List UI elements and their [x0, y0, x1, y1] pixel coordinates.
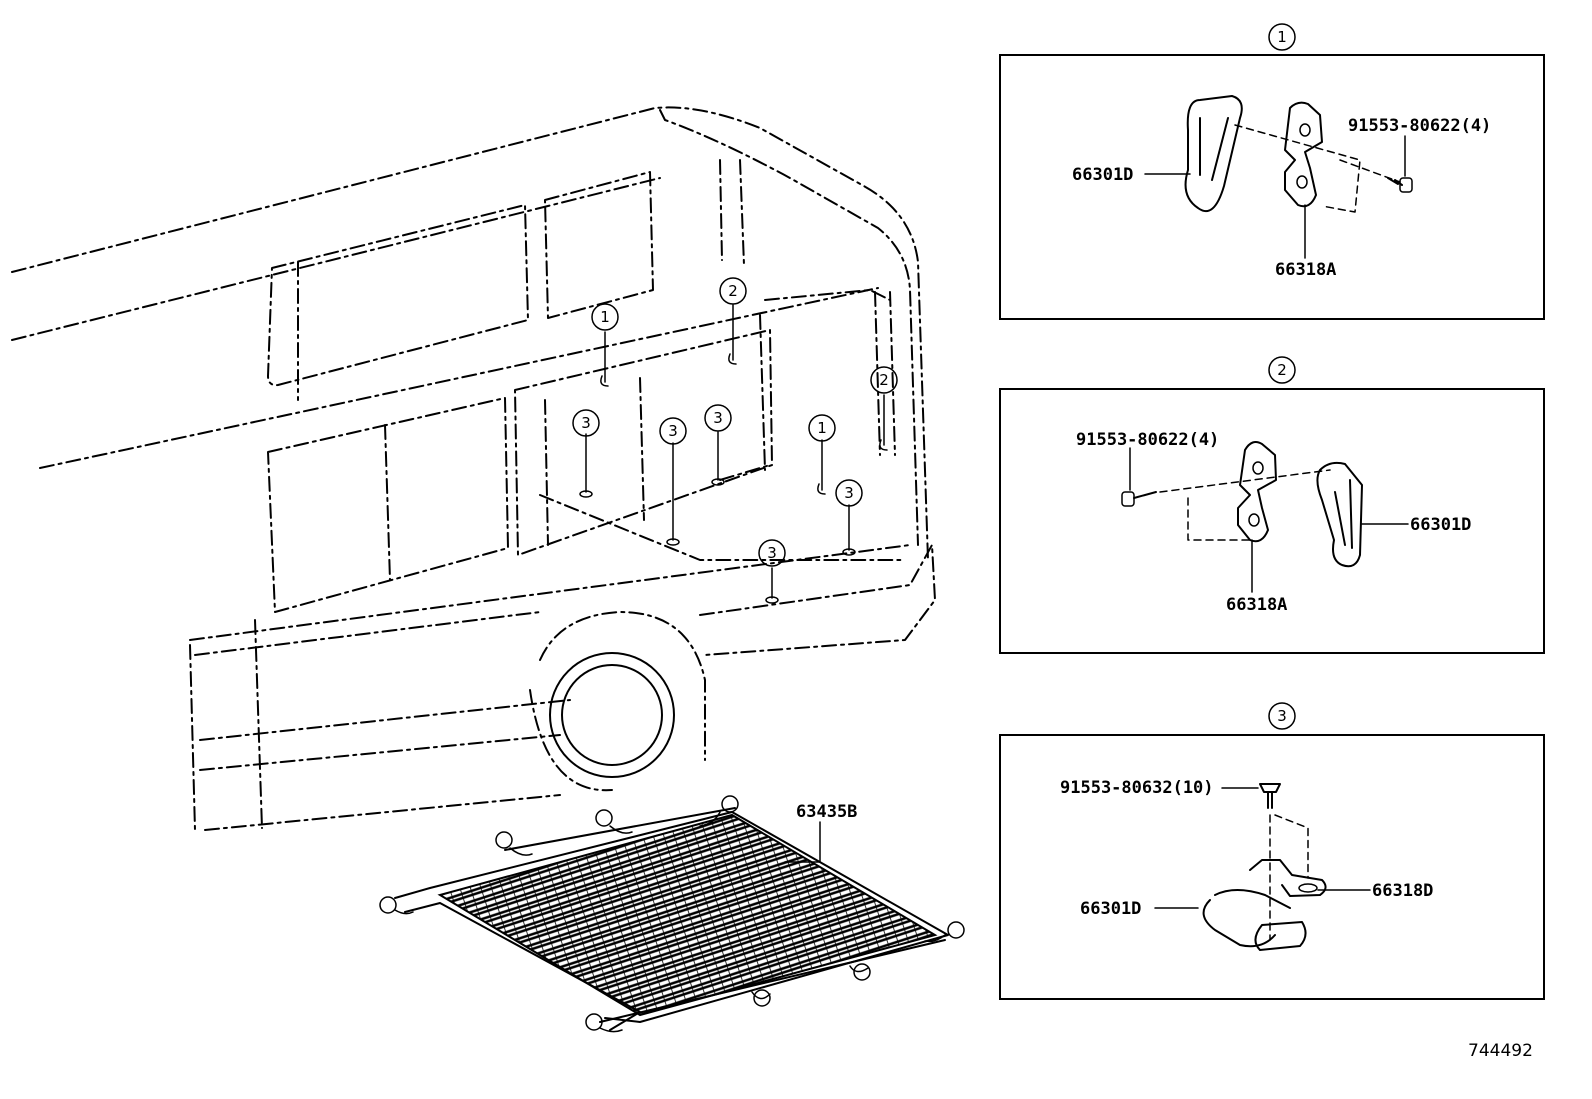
- cargo-net: [379, 795, 965, 1033]
- svg-text:1: 1: [817, 419, 827, 437]
- part-label-63435B: 63435B: [796, 802, 857, 822]
- panel-3-label-66301D: 66301D: [1080, 899, 1141, 919]
- panel-2-label-66301D: 66301D: [1410, 515, 1471, 535]
- diagram-number: 744492: [1468, 1041, 1533, 1061]
- van-fitting-markers: [579, 304, 888, 604]
- callout-3c: 3: [704, 404, 732, 432]
- callout-1a: 1: [591, 303, 619, 331]
- svg-text:3: 3: [1277, 707, 1287, 725]
- callout-3a: 3: [572, 409, 600, 437]
- callout-3e: 3: [758, 539, 786, 567]
- svg-text:1: 1: [1277, 28, 1287, 46]
- callout-3b: 3: [659, 417, 687, 445]
- svg-text:3: 3: [581, 414, 591, 432]
- callout-2a: 2: [719, 277, 747, 305]
- panel-2-label-66318A: 66318A: [1226, 595, 1287, 615]
- svg-text:3: 3: [668, 422, 678, 440]
- svg-text:3: 3: [767, 544, 777, 562]
- van-body: [11, 106, 936, 831]
- panel-3-label-66318D: 66318D: [1372, 881, 1433, 901]
- panel-1-label-91553-80622: 91553-80622(4): [1348, 116, 1491, 136]
- panel-3-callout: 3: [1268, 702, 1296, 730]
- svg-text:2: 2: [728, 282, 738, 300]
- svg-text:3: 3: [844, 484, 854, 502]
- svg-text:2: 2: [1277, 361, 1287, 379]
- panel-1-label-66301D: 66301D: [1072, 165, 1133, 185]
- svg-text:1: 1: [600, 308, 610, 326]
- detail-panel-2: 2: [999, 356, 1545, 654]
- callout-1b: 1: [808, 414, 836, 442]
- callout-2b: 2: [870, 366, 898, 394]
- panel-1-label-66318A: 66318A: [1275, 260, 1336, 280]
- panel-2-callout: 2: [1268, 356, 1296, 384]
- panel-3-label-91553-80632: 91553-80632(10): [1060, 778, 1214, 798]
- svg-text:3: 3: [713, 409, 723, 427]
- panel-2-label-91553-80622: 91553-80622(4): [1076, 430, 1219, 450]
- detail-panel-3: 3: [999, 702, 1545, 1000]
- panel-1-callout: 1: [1268, 23, 1296, 51]
- detail-panel-1: 1: [999, 23, 1545, 320]
- callout-3d: 3: [835, 479, 863, 507]
- svg-text:2: 2: [879, 371, 889, 389]
